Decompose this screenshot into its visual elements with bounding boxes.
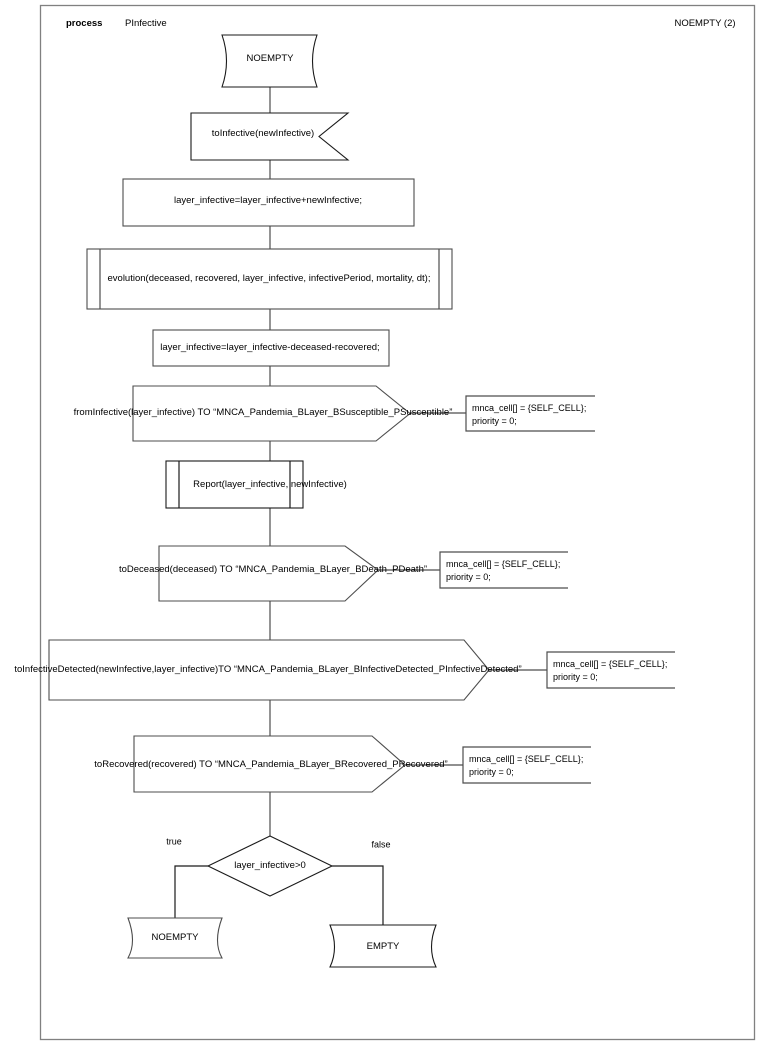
node-label-from-infective[interactable]: fromInfective(layer_infective) TO “MNCA_… (73, 407, 453, 419)
node-label-end-noempty[interactable]: NOEMPTY (151, 932, 199, 944)
node-label-to-infective[interactable]: toInfective(newInfective) (211, 128, 315, 140)
node-end-empty (329, 924, 437, 968)
node-label-end-empty[interactable]: EMPTY (366, 941, 400, 953)
annotation-infective-detected-line2: priority = 0; (553, 672, 598, 682)
node-from-infective (132, 385, 411, 442)
header-right-label: NOEMPTY (2) (674, 18, 736, 29)
header-process-name: PInfective (125, 18, 167, 29)
connector-decision-true (174, 865, 208, 918)
node-report (165, 460, 304, 509)
node-label-to-recovered[interactable]: toRecovered(recovered) TO “MNCA_Pandemia… (94, 759, 448, 771)
anno-box-susceptible (465, 395, 595, 432)
node-to-infective-shape (190, 112, 350, 161)
node-label-to-infective-detected[interactable]: toInfectiveDetected(newInfective,layer_i… (14, 664, 522, 676)
node-label-report[interactable]: Report(layer_infective, newInfective) (193, 479, 347, 491)
node-to-deceased (158, 545, 379, 602)
annotation-susceptible-line2: priority = 0; (472, 416, 517, 426)
annotation-death-line2: priority = 0; (446, 572, 491, 582)
node-assign-sub (152, 329, 390, 367)
node-assign-add (122, 178, 415, 227)
node-label-evolution[interactable]: evolution(deceased, recovered, layer_inf… (107, 273, 431, 285)
edge-label-false: false (371, 839, 391, 850)
node-label-start-noempty[interactable]: NOEMPTY (246, 53, 294, 65)
diagram-frame (39, 4, 756, 1041)
node-label-decision[interactable]: layer_infective>0 (234, 860, 306, 872)
annotation-recovered-line1: mnca_cell[] = {SELF_CELL}; (469, 754, 584, 764)
edge-label-true: true (166, 836, 182, 847)
node-label-assign-sub[interactable]: layer_infective=layer_infective-deceased… (160, 342, 380, 354)
node-label-assign-add[interactable]: layer_infective=layer_infective+newInfec… (174, 195, 362, 207)
node-evolution (86, 248, 453, 310)
connector-decision-false (332, 865, 384, 925)
annotation-death-line1: mnca_cell[] = {SELF_CELL}; (446, 559, 561, 569)
annotation-susceptible-line1: mnca_cell[] = {SELF_CELL}; (472, 403, 587, 413)
node-to-infective-detected (48, 639, 490, 701)
node-end-noempty (127, 917, 223, 959)
node-decision (206, 835, 334, 897)
node-to-recovered (133, 735, 406, 793)
node-start-noempty (221, 34, 318, 88)
anno-box-death (439, 551, 568, 589)
node-label-to-deceased[interactable]: toDeceased(deceased) TO “MNCA_Pandemia_B… (118, 564, 428, 576)
header-keyword: process (66, 18, 103, 29)
anno-box-recovered (462, 746, 591, 784)
annotation-infective-detected-line1: mnca_cell[] = {SELF_CELL}; (553, 659, 668, 669)
annotation-recovered-line2: priority = 0; (469, 767, 514, 777)
anno-box-infective-detected (546, 651, 675, 689)
